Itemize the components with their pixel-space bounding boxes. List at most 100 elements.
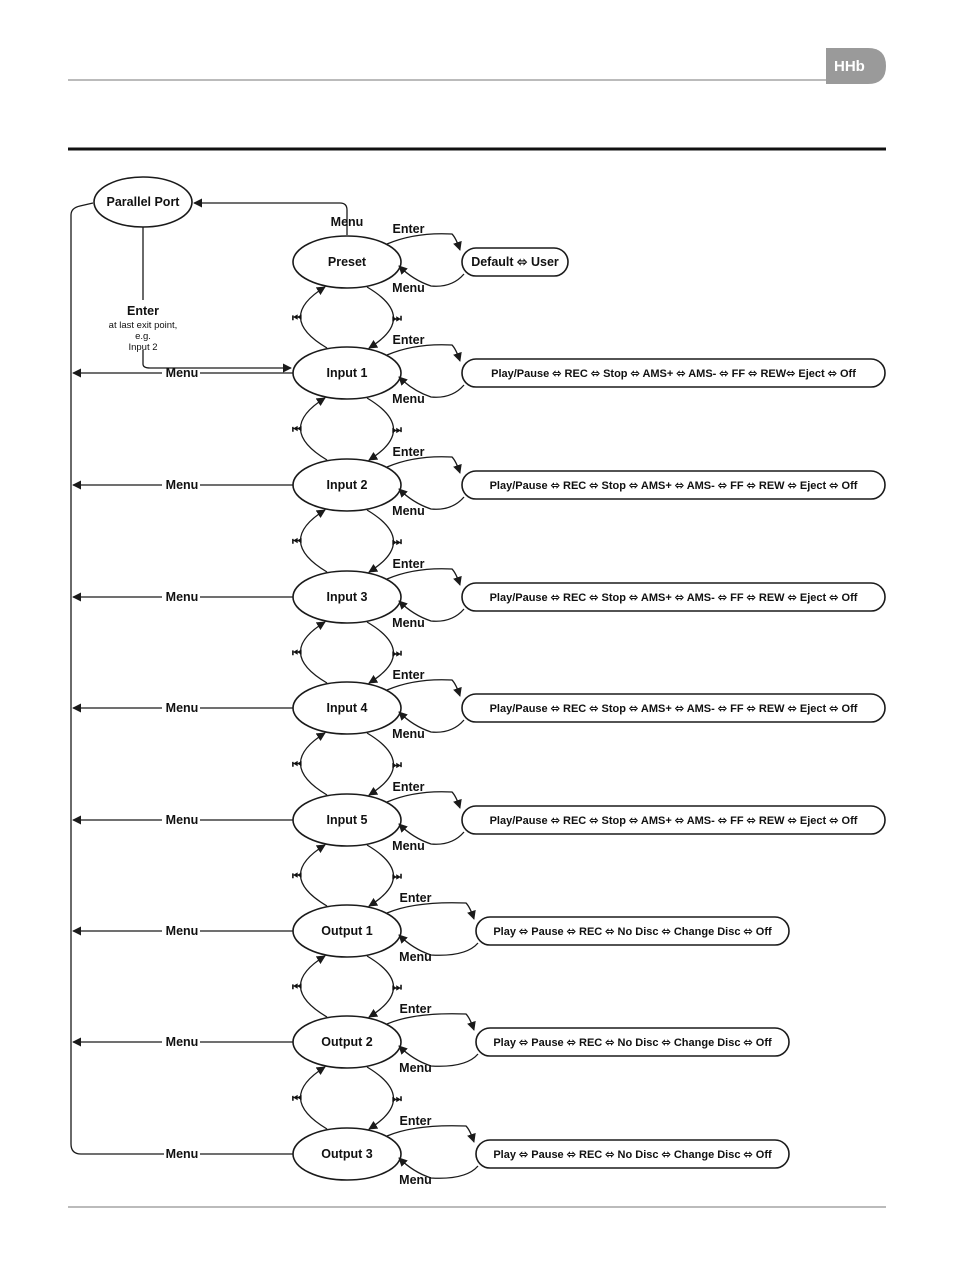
input-1-enter-label: Enter xyxy=(393,333,425,347)
input-3-label: Input 3 xyxy=(327,590,368,604)
output-1-enter-label: Enter xyxy=(400,891,432,905)
output-1-menu-label: Menu xyxy=(399,950,432,964)
input-4-next-arc xyxy=(366,732,395,796)
parallel-enter-label: Enter xyxy=(127,304,159,318)
parallel-port-label: Parallel Port xyxy=(107,195,181,209)
output-2-enter-arrow xyxy=(386,1013,476,1031)
input-3-prev-arc xyxy=(299,621,328,684)
output-3-options-box xyxy=(475,1139,790,1169)
output3-return-line xyxy=(70,1143,164,1155)
preset-prev-arc xyxy=(299,286,328,349)
output-1-options-label: Play ⬄ Pause ⬄ REC ⬄ No Disc ⬄ Change Di… xyxy=(493,926,772,938)
input-3-menu-arrow xyxy=(398,600,465,622)
hhb-logo-icon: HHb xyxy=(826,48,886,84)
input-4-prev-arc xyxy=(299,732,328,796)
input-5-options-label: Play/Pause ⬄ REC ⬄ Stop ⬄ AMS+ ⬄ AMS- ⬄ … xyxy=(490,815,858,827)
output-2-row: Output 2 Play ⬄ Pause ⬄ REC ⬄ No Disc ⬄ C… xyxy=(72,1002,790,1130)
preset-menu-label: Menu xyxy=(392,281,425,295)
input-2-options-box xyxy=(461,470,886,500)
input-4-options-box xyxy=(461,693,886,723)
preset-to-parallel-arrow xyxy=(193,198,348,235)
skip-forward-icon: ⏭ xyxy=(392,981,402,994)
input-4-menu-arrow xyxy=(398,711,465,733)
input-5-prev-arc xyxy=(299,844,328,907)
preset-enter-arrow xyxy=(386,233,462,251)
input-1-label: Input 1 xyxy=(327,366,368,380)
input-5-menu-arrow xyxy=(398,823,465,845)
input-5-options-box xyxy=(461,805,886,835)
skip-forward-icon: ⏭ xyxy=(392,535,402,548)
output-1-next-arc xyxy=(366,955,395,1018)
output-2-options-box xyxy=(475,1027,790,1057)
input-1-enter-arrow xyxy=(386,344,462,362)
input-2-enter-label: Enter xyxy=(393,445,425,459)
input-3-enter-label: Enter xyxy=(393,557,425,571)
input-1-row: Input 1 Play/Pause ⬄ REC ⬄ Stop ⬄ AMS+ ⬄ … xyxy=(72,333,886,461)
input-3-enter-arrow xyxy=(386,568,462,586)
input-5-next-arc xyxy=(366,844,395,907)
input-4-enter-label: Enter xyxy=(393,668,425,682)
skip-back-icon: ⏮ xyxy=(292,423,302,436)
output-2-label: Output 2 xyxy=(321,1035,372,1049)
input-2-side-menu-label: Menu xyxy=(166,478,199,492)
skip-back-icon: ⏮ xyxy=(292,870,302,883)
preset-options-box xyxy=(461,247,569,277)
input-3-side-menu-label: Menu xyxy=(166,590,199,604)
input-3-row: Input 3 Play/Pause ⬄ REC ⬄ Stop ⬄ AMS+ ⬄ … xyxy=(72,557,886,684)
output-3-enter-label: Enter xyxy=(400,1114,432,1128)
skip-back-icon: ⏮ xyxy=(292,1092,302,1105)
input-5-label: Input 5 xyxy=(327,813,368,827)
preset-label: Preset xyxy=(328,255,367,269)
input-2-prev-arc xyxy=(299,509,328,573)
input-4-enter-arrow xyxy=(386,679,462,697)
output-3-menu-label: Menu xyxy=(399,1173,432,1187)
skip-forward-icon: ⏭ xyxy=(392,423,402,436)
output-3-enter-arrow xyxy=(386,1125,476,1143)
parallel-to-input-arrow xyxy=(142,350,292,373)
output-2-next-arc xyxy=(366,1066,395,1130)
input-4-options-label: Play/Pause ⬄ REC ⬄ Stop ⬄ AMS+ ⬄ AMS- ⬄ … xyxy=(490,703,858,715)
input-4-label: Input 4 xyxy=(327,701,368,715)
preset-enter-label: Enter xyxy=(393,222,425,236)
input-5-enter-arrow xyxy=(386,791,462,809)
skip-forward-icon: ⏭ xyxy=(392,870,402,883)
input-4-side-menu-label: Menu xyxy=(166,701,199,715)
input-3-menu-label: Menu xyxy=(392,616,425,630)
output-1-menu-arrow xyxy=(398,934,479,956)
input-1-side-menu-label: Menu xyxy=(166,366,199,380)
return-bus-line xyxy=(70,202,94,1144)
output-3-side-menu-label: Menu xyxy=(166,1147,199,1161)
input-1-options-label: Play/Pause ⬄ REC ⬄ Stop ⬄ AMS+ ⬄ AMS- ⬄ … xyxy=(491,368,856,380)
enter-note-line2: e.g. xyxy=(135,331,151,342)
parallel-port-node: Parallel Port xyxy=(93,176,193,228)
skip-back-icon: ⏮ xyxy=(292,535,302,548)
input-2-next-arc xyxy=(366,509,395,573)
input-5-side-menu-label: Menu xyxy=(166,813,199,827)
input-2-label: Input 2 xyxy=(327,478,368,492)
input-2-options-label: Play/Pause ⬄ REC ⬄ Stop ⬄ AMS+ ⬄ AMS- ⬄ … xyxy=(490,480,858,492)
input-5-enter-label: Enter xyxy=(393,780,425,794)
output-2-options-label: Play ⬄ Pause ⬄ REC ⬄ No Disc ⬄ Change Di… xyxy=(493,1037,772,1049)
input-5-row: Input 5 Play/Pause ⬄ REC ⬄ Stop ⬄ AMS+ ⬄ … xyxy=(72,780,886,907)
output-2-menu-arrow xyxy=(398,1045,479,1067)
skip-forward-icon: ⏭ xyxy=(392,1092,402,1105)
input-3-options-label: Play/Pause ⬄ REC ⬄ Stop ⬄ AMS+ ⬄ AMS- ⬄ … xyxy=(490,592,858,604)
input-1-menu-label: Menu xyxy=(392,392,425,406)
input-2-menu-arrow xyxy=(398,488,465,510)
preset-menu-arrow xyxy=(398,265,465,287)
output-2-menu-label: Menu xyxy=(399,1061,432,1075)
output-1-prev-arc xyxy=(299,955,328,1018)
enter-note-line3: Input 2 xyxy=(128,342,157,353)
preset-menu-label: Menu xyxy=(331,215,364,229)
skip-back-icon: ⏮ xyxy=(292,312,302,325)
input-5-menu-label: Menu xyxy=(392,839,425,853)
input-4-menu-label: Menu xyxy=(392,727,425,741)
preset-options-label: Default ⬄ User xyxy=(471,255,559,269)
enter-note-line1: at last exit point, xyxy=(109,320,178,331)
output-3-label: Output 3 xyxy=(321,1147,372,1161)
skip-back-icon: ⏮ xyxy=(292,647,302,660)
